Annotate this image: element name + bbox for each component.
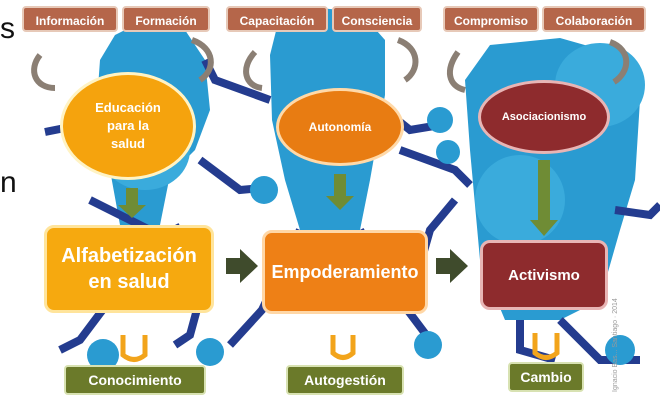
u-marker-3	[532, 333, 560, 360]
right-arrow-2	[436, 249, 468, 283]
tag-formacion: Formación	[122, 6, 210, 32]
loop-arrow-2	[190, 37, 214, 83]
figure-left	[44, 20, 278, 371]
result-conocimiento: Conocimiento	[64, 365, 206, 395]
loop-arrow-3	[243, 49, 263, 91]
box-empoderamiento: Empoderamiento	[262, 230, 428, 314]
u-marker-1	[120, 335, 148, 362]
left-text-fragment-1: s	[0, 12, 15, 45]
down-arrow-3	[530, 160, 558, 236]
box-activismo: Activismo	[480, 240, 608, 310]
loop-arrow-6	[608, 39, 630, 85]
result-autogestion: Autogestión	[286, 365, 404, 395]
down-arrow-1	[118, 188, 146, 218]
tag-consciencia: Consciencia	[332, 6, 422, 32]
credit-text: Ignacio Bas... Santiago · 2014	[612, 298, 619, 392]
stage-educacion: Educación para la salud	[60, 72, 196, 180]
down-arrow-2	[326, 174, 354, 210]
stage-asociacionismo: Asociacionismo	[478, 80, 610, 154]
u-marker-2	[330, 335, 356, 360]
right-arrow-1	[226, 249, 258, 283]
stage-autonomia: Autonomía	[276, 88, 404, 166]
loop-arrow-5	[447, 50, 466, 93]
left-text-fragment-2: n	[0, 166, 17, 199]
result-cambio: Cambio	[508, 362, 584, 392]
tag-colaboracion: Colaboración	[542, 6, 646, 32]
loop-arrow-4	[396, 37, 419, 83]
tag-compromiso: Compromiso	[443, 6, 539, 32]
tag-informacion: Información	[22, 6, 118, 32]
tag-capacitacion: Capacitación	[226, 6, 328, 32]
box-alfabetizacion: Alfabetización en salud	[44, 225, 214, 313]
loop-arrow-1	[31, 53, 56, 91]
